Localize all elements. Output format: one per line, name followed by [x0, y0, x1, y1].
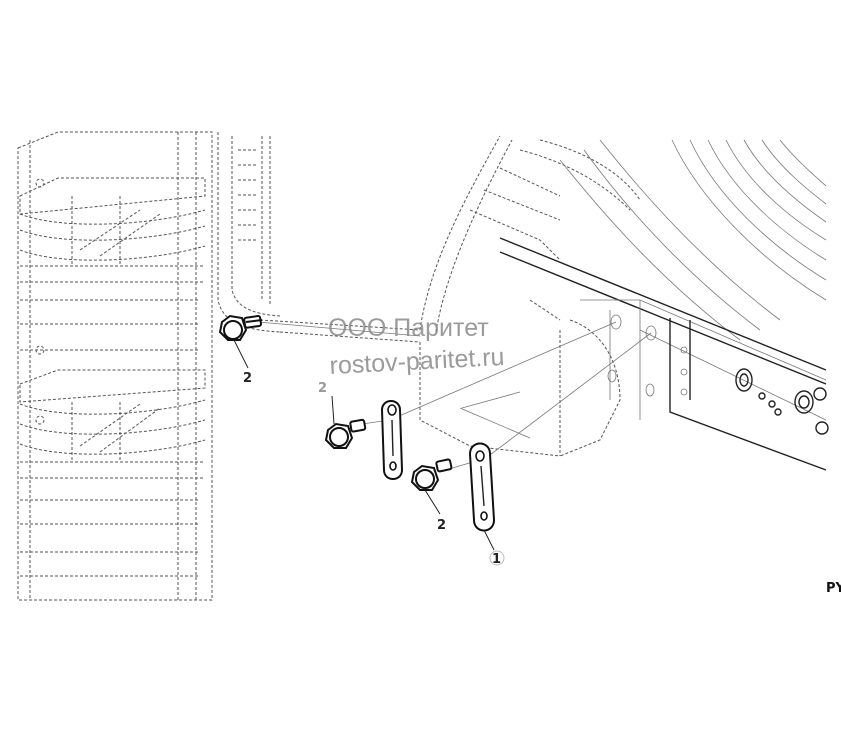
watermark-url: rostov-paritet.ru: [329, 343, 505, 380]
reference-code: PY: [826, 581, 841, 596]
bolt-lower: [410, 458, 453, 491]
watermark-company: ООО Паритет: [328, 314, 489, 342]
callouts: 2 2 2 1: [233, 339, 505, 567]
callout-2-upper: 2: [318, 381, 327, 396]
cab-pillar: [217, 132, 421, 343]
callout-2-left: 2: [243, 371, 252, 386]
bracket-lower: [468, 442, 496, 532]
step-ladder: [17, 131, 213, 601]
guide-lines: [257, 321, 652, 471]
callout-1: 1: [492, 552, 501, 567]
fender-frame: [419, 135, 829, 471]
callout-2-lower: 2: [437, 518, 446, 533]
bolt-left: [218, 314, 263, 341]
bracket-upper: [380, 400, 404, 480]
bolt-upper: [324, 418, 367, 449]
